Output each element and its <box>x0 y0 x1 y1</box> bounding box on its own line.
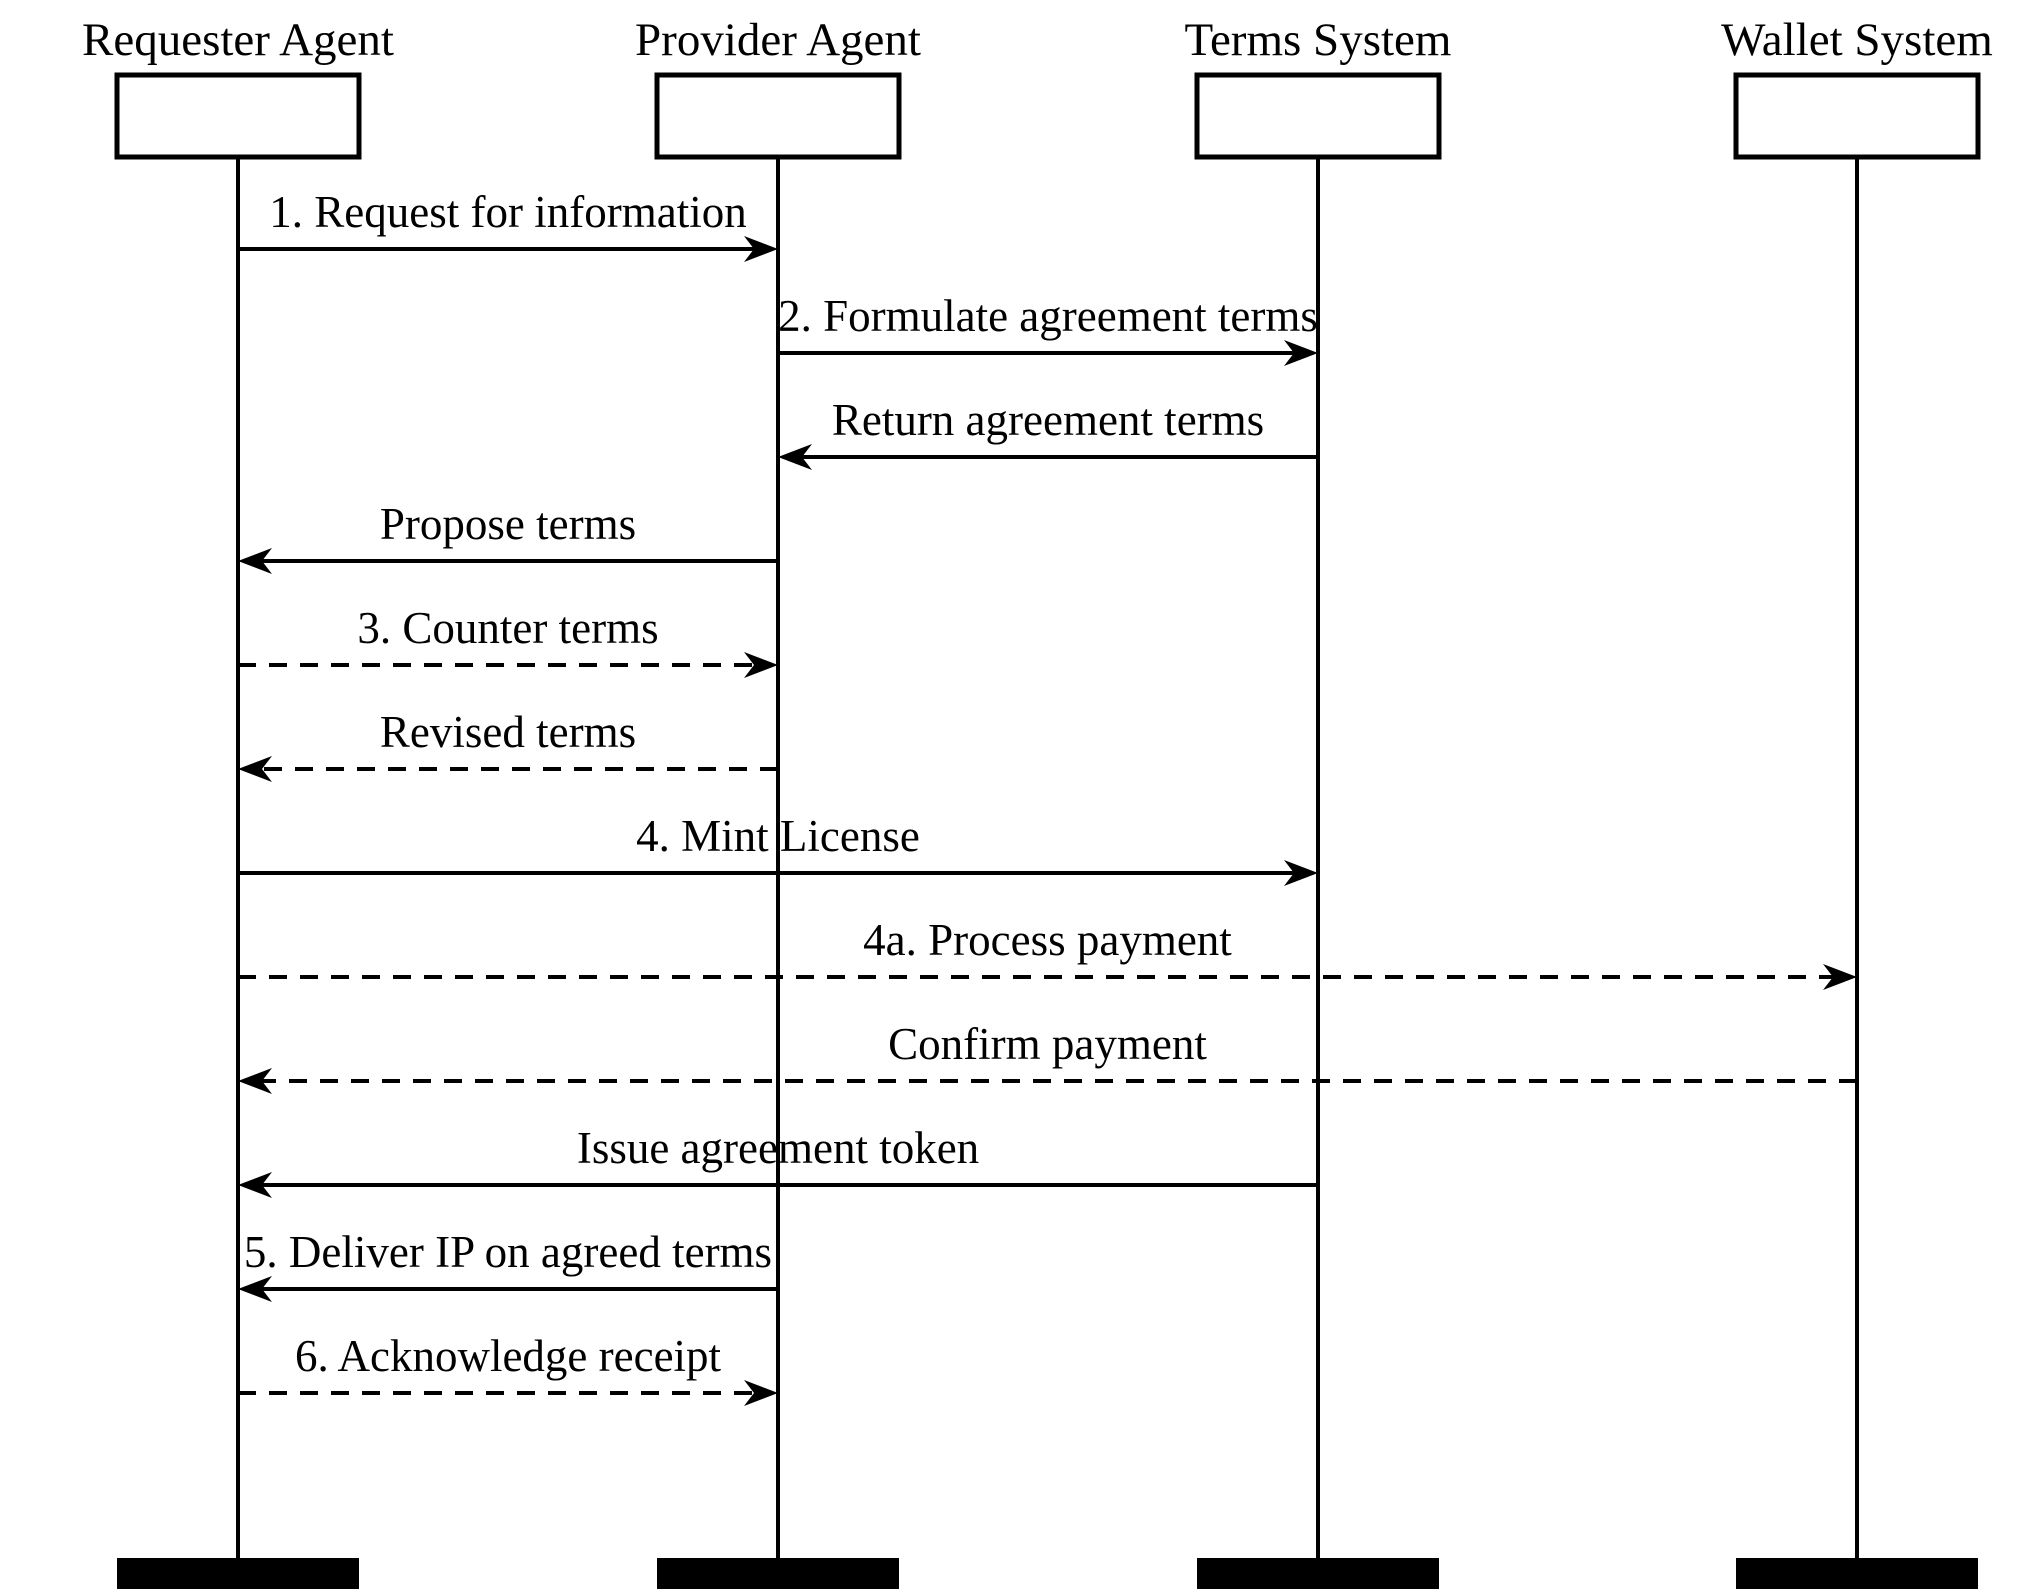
message-arrowhead <box>238 548 272 574</box>
actor-header-box <box>1733 72 1981 160</box>
actor-title: Provider Agent <box>635 14 921 66</box>
actor-title: Terms System <box>1185 14 1452 66</box>
message-label: 4a. Process payment <box>863 915 1232 965</box>
actor-footer-bar <box>657 1558 899 1589</box>
message-label: 3. Counter terms <box>357 603 658 653</box>
message-arrowhead <box>1823 964 1857 990</box>
message-label: Propose terms <box>380 499 636 549</box>
message-label: 6. Acknowledge receipt <box>295 1331 722 1381</box>
message-label: Confirm payment <box>888 1019 1207 1069</box>
actor-header-box <box>1194 72 1442 160</box>
message-label: Revised terms <box>380 707 636 757</box>
message-arrowhead <box>238 756 272 782</box>
message-arrowhead <box>778 444 812 470</box>
actor-header-box <box>114 72 362 160</box>
message-arrowhead <box>744 652 778 678</box>
message-label: 1. Request for information <box>269 187 746 237</box>
message-label: Issue agreement token <box>577 1123 979 1173</box>
message-arrowhead <box>1284 860 1318 886</box>
message-arrowhead <box>238 1172 272 1198</box>
message-label: 5. Deliver IP on agreed terms <box>244 1227 772 1277</box>
actor-footer-bar <box>1736 1558 1978 1589</box>
actor-title: Requester Agent <box>82 14 394 66</box>
message-label: 2. Formulate agreement terms <box>778 291 1318 341</box>
message-arrowhead <box>1284 340 1318 366</box>
message-label: 4. Mint License <box>636 811 920 861</box>
actor-header-box <box>654 72 902 160</box>
actor-title: Wallet System <box>1721 14 1993 66</box>
actor-footer-bar <box>117 1558 359 1589</box>
message-arrowhead <box>744 1380 778 1406</box>
message-arrowhead <box>744 236 778 262</box>
message-arrowhead <box>238 1068 272 1094</box>
message-arrowhead <box>238 1276 272 1302</box>
message-label: Return agreement terms <box>832 395 1264 445</box>
actor-footer-bar <box>1197 1558 1439 1589</box>
